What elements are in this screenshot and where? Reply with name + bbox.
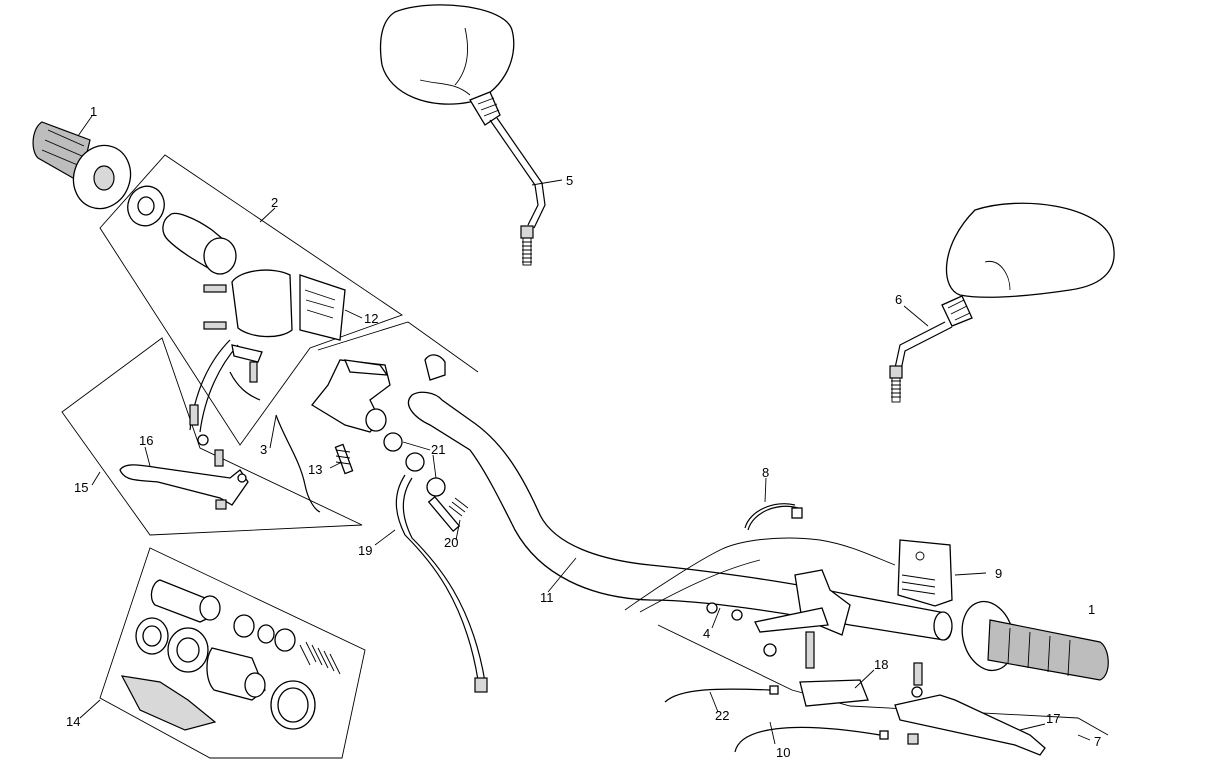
- callout-8: 8: [762, 465, 769, 480]
- handlebar: [407, 391, 953, 641]
- stop-switch: [334, 443, 354, 475]
- callout-1-right: 1: [1088, 602, 1095, 617]
- brake-hose: [395, 474, 488, 693]
- callout-17: 17: [1046, 711, 1060, 726]
- callout-19: 19: [358, 543, 372, 558]
- callout-13: 13: [308, 462, 322, 477]
- callout-labels: 1 1 2 3 4 5 6 7 8 9 10 11 12 13 14 15 16…: [66, 104, 1101, 760]
- right-mirror: [889, 202, 1115, 403]
- callout-2: 2: [271, 195, 278, 210]
- callout-22: 22: [715, 708, 729, 723]
- callout-11: 11: [540, 590, 554, 605]
- master-cylinder-kit: [99, 547, 366, 759]
- callout-16: 16: [139, 433, 153, 448]
- callout-14: 14: [66, 714, 80, 729]
- clutch-lever-group: [657, 569, 1109, 756]
- cable-clip: [744, 503, 803, 531]
- throttle-assembly: [99, 154, 403, 446]
- callout-10: 10: [776, 745, 790, 760]
- callout-15: 15: [74, 480, 88, 495]
- right-grip: [961, 600, 1109, 681]
- cable: [664, 685, 889, 753]
- callout-1-left: 1: [90, 104, 97, 119]
- left-mirror: [379, 4, 546, 266]
- callout-18: 18: [874, 657, 888, 672]
- callout-5: 5: [566, 173, 573, 188]
- left-grip: [32, 121, 132, 210]
- callout-7: 7: [1094, 734, 1101, 749]
- callout-6: 6: [895, 292, 902, 307]
- callout-21: 21: [431, 442, 445, 457]
- callout-12: 12: [364, 311, 378, 326]
- callout-20: 20: [444, 535, 458, 550]
- callout-9: 9: [995, 566, 1002, 581]
- brake-lever-group: [61, 337, 363, 536]
- throttle-cable-small: [275, 414, 321, 513]
- left-switch: [897, 539, 953, 607]
- callout-3: 3: [260, 442, 267, 457]
- callout-4: 4: [703, 626, 710, 641]
- master-cylinder: [311, 321, 479, 533]
- leader-lines: [77, 115, 1091, 745]
